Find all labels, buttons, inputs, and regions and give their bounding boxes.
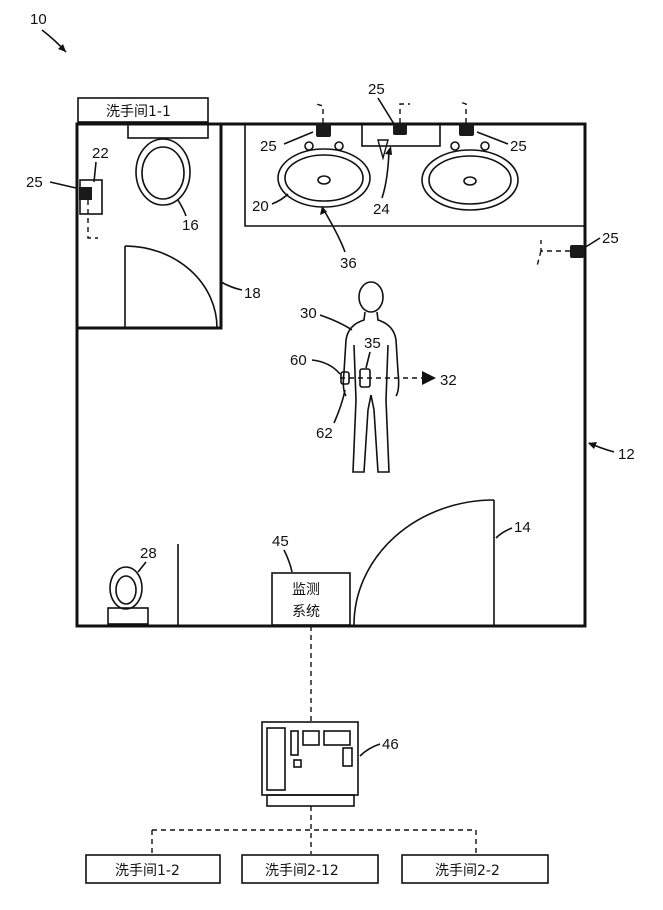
right-sink-knob-l [451,142,459,150]
stall-sensor [79,187,92,200]
faucet-spout [378,140,388,158]
toilet-bowl-outer [136,139,190,205]
mid-sensor-leader [378,98,394,124]
mid-sensor-beam [400,104,410,123]
restroom-c: 洗手间2-2 [435,863,500,879]
left-sink-knob-r [335,142,343,150]
right-sink-knob-r [481,142,489,150]
label-20: 20 [252,198,269,215]
urinal-leader [138,562,146,572]
stall-sign: 洗手间1-1 [106,104,171,120]
toilet-leader [178,200,186,216]
label-60: 60 [290,352,307,369]
restroom-b: 洗手间2-12 [265,863,339,879]
counter-leader [325,212,345,252]
monitoring-line2: 系统 [292,604,320,620]
sink-leader [272,194,288,204]
wrist-leader [334,390,345,423]
mid-sensor [393,123,407,135]
right-sink-sensor [459,123,474,136]
toilet-bowl-inner [142,147,184,199]
label-25-right: 25 [602,230,619,247]
left-sink-inner [285,155,363,201]
left-sink-sensor [316,123,331,137]
right-sink-inner [429,156,511,204]
left-sink-knob-l [305,142,313,150]
right-sink-outer [422,150,518,210]
toilet-tank [128,124,208,138]
label-14: 14 [514,519,531,536]
label-12: 12 [618,446,635,463]
right-sink-drain [464,177,476,185]
left-sink-outer [278,149,370,207]
label-35: 35 [364,335,381,352]
label-25-left: 25 [26,174,43,191]
label-32: 32 [440,372,457,389]
monitoring-line1: 监测 [292,582,320,598]
main-door-arc [354,500,494,626]
person-figure [343,282,398,472]
dispenser-leader [94,162,96,182]
label-36: 36 [340,255,357,272]
restroom-a: 洗手间1-2 [115,863,180,879]
label-10: 10 [30,11,47,28]
label-22: 22 [92,145,109,162]
stall-leader [221,282,242,290]
urinal-outer [110,567,142,609]
person-leader [320,315,352,330]
left-sink-drain [318,176,330,184]
label-18: 18 [244,285,261,302]
wall-sensor [570,245,584,258]
label-16: 16 [182,217,199,234]
label-25-mid: 25 [368,81,385,98]
label-25-sink-right: 25 [510,138,527,155]
label-30: 30 [300,305,317,322]
right-sink-sensor-leader [477,132,508,144]
badge-arrowhead [422,371,436,385]
left-sink-beam [316,104,323,123]
wall-sensor-beam-2 [537,251,541,266]
computer-leader [360,744,380,756]
label-28: 28 [140,545,157,562]
badge-leader [366,352,370,368]
right-sink-beam [460,102,466,123]
label-46: 46 [382,736,399,753]
urinal-base [108,608,148,624]
door-leader [496,528,512,538]
computer-device [262,722,358,806]
label-25-sink-left: 25 [260,138,277,155]
urinal-inner [116,576,136,604]
wall-sensor-beam [541,240,570,251]
hand-leader [312,360,340,374]
label-45: 45 [272,533,289,550]
stall-sensor-beam [88,200,98,238]
label-24: 24 [373,201,390,218]
stall-door-arc [125,246,217,328]
monitoring-leader [284,550,292,572]
label-62: 62 [316,425,333,442]
sensor-left-leader [50,182,76,188]
